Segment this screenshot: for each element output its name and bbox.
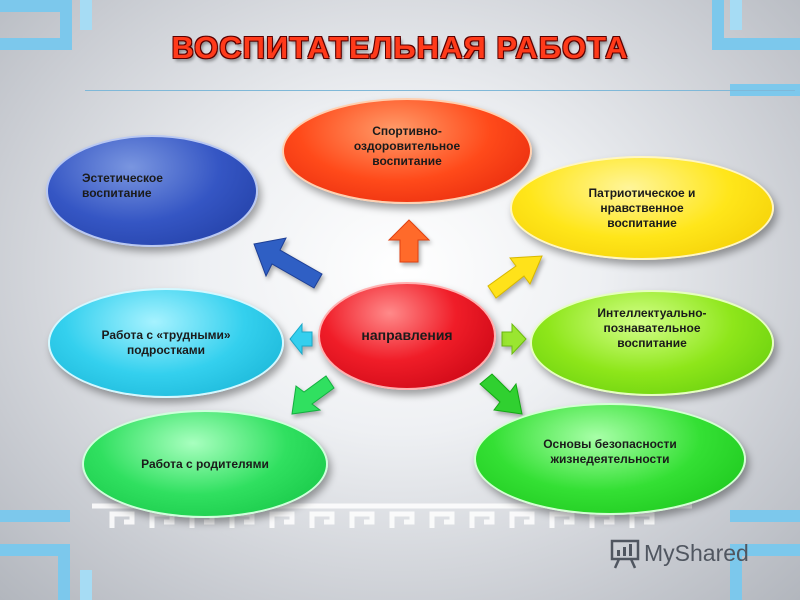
direction-safety: Основы безопасности жизнедеятельности bbox=[474, 403, 746, 515]
direction-sport: Спортивно- оздоровительное воспитание bbox=[282, 98, 532, 204]
presentation-board-icon bbox=[610, 539, 640, 569]
center-label: направления bbox=[361, 327, 453, 344]
intellectual-line-2: познавательное bbox=[603, 321, 701, 335]
sport-line-3: воспитание bbox=[372, 154, 442, 168]
sport-line-2: оздоровительное bbox=[353, 139, 461, 153]
corner-frame-bottom-left bbox=[0, 510, 92, 600]
intellectual-line-1: Интеллектуально- bbox=[597, 306, 707, 320]
direction-patriotic: Патриотическое и нравственное воспитание bbox=[510, 156, 774, 260]
patriotic-line-1: Патриотическое и bbox=[588, 185, 696, 200]
corner-frame-bottom-right bbox=[730, 510, 800, 600]
direction-intellectual: Интеллектуально- познавательное воспитан… bbox=[530, 290, 774, 396]
direction-difficult-teens: Работа с «трудными» подростками bbox=[48, 288, 284, 398]
direction-aesthetic: Эстетическое воспитание bbox=[46, 135, 258, 247]
watermark-text: MyShared bbox=[644, 539, 749, 566]
corner-frame-top-left bbox=[0, 0, 92, 50]
arrow-to-parents bbox=[291, 375, 335, 415]
patriotic-line-2: нравственное bbox=[600, 200, 684, 215]
safety-line-1: Основы безопасности bbox=[543, 437, 677, 451]
watermark-logo: MyShared bbox=[610, 536, 749, 570]
arrow-to-patriotic bbox=[487, 255, 543, 299]
intellectual-line-3: воспитание bbox=[617, 336, 687, 350]
difficult-teens-line-1: Работа с «трудными» bbox=[101, 328, 231, 342]
arrow-to-aesthetic bbox=[253, 237, 323, 289]
aesthetic-line-2: воспитание bbox=[82, 186, 152, 200]
parents-line-1: Работа с родителями bbox=[141, 456, 269, 471]
arrow-up-sport bbox=[387, 219, 431, 263]
center-node: направления bbox=[318, 282, 496, 390]
arrow-to-intellectual bbox=[501, 322, 527, 356]
arrow-to-difficult-teens bbox=[289, 322, 313, 356]
sport-line-1: Спортивно- bbox=[372, 124, 442, 138]
title-divider bbox=[85, 90, 795, 91]
safety-line-2: жизнедеятельности bbox=[550, 452, 670, 466]
patriotic-line-3: воспитание bbox=[607, 215, 677, 230]
difficult-teens-line-2: подростками bbox=[126, 343, 206, 357]
direction-parents: Работа с родителями bbox=[82, 410, 328, 518]
slide-title: ВОСПИТАТЕЛЬНАЯ РАБОТА bbox=[171, 30, 629, 65]
arrow-to-safety bbox=[479, 373, 523, 415]
aesthetic-line-1: Эстетическое bbox=[82, 171, 163, 185]
